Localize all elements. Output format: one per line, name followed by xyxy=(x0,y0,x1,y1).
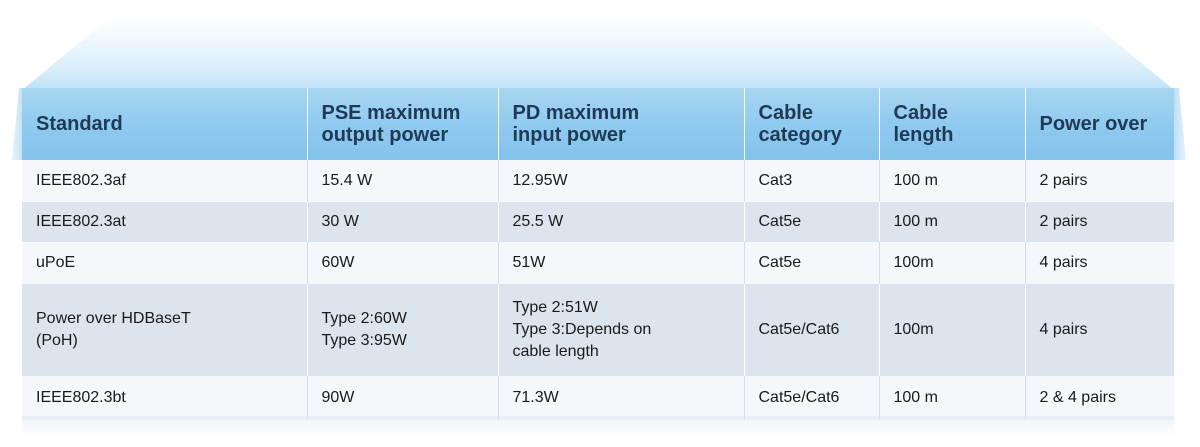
table-row: IEEE802.3bt 90W 71.3W Cat5e/Cat6 100 m 2… xyxy=(22,376,1174,420)
header-pse-max-output: PSE maximum output power xyxy=(306,88,498,160)
cell-cable-length: 100 m xyxy=(878,160,1025,202)
cell-pse-output: 15.4 W xyxy=(306,160,498,202)
cell-standard: IEEE802.3af xyxy=(22,160,307,202)
cell-line: 4 pairs xyxy=(1039,254,1088,271)
cell-line: Cat5e/Cat6 xyxy=(758,389,840,406)
cell-line: Power over HDBaseT xyxy=(36,310,191,327)
cell-line: 100 m xyxy=(893,389,938,406)
cell-pse-output: Type 2:60W Type 3:95W xyxy=(306,284,498,376)
header-line: category xyxy=(758,124,842,146)
cell-line: Type 2:51W xyxy=(512,299,598,316)
cell-line: Cat5e xyxy=(758,254,802,271)
cell-pse-output: 60W xyxy=(306,242,498,284)
header-line: Standard xyxy=(36,113,123,135)
table-row: IEEE802.3af 15.4 W 12.95W Cat3 100 m 2 p… xyxy=(22,160,1174,202)
cell-line: Type 2:60W xyxy=(321,310,407,327)
cell-standard: IEEE802.3bt xyxy=(22,376,307,420)
cell-cable-length: 100m xyxy=(878,242,1025,284)
header-cable-length: Cable length xyxy=(878,88,1025,160)
cell-power-over: 4 pairs xyxy=(1024,242,1174,284)
cell-cable-length: 100m xyxy=(878,284,1025,376)
cell-line: Type 3:Depends on xyxy=(512,321,652,338)
cell-pd-input: 25.5 W xyxy=(497,202,744,242)
cell-power-over: 2 pairs xyxy=(1024,160,1174,202)
cell-cable-category: Cat5e xyxy=(743,242,879,284)
cell-line: uPoE xyxy=(36,254,76,271)
cell-line: 4 pairs xyxy=(1039,321,1088,338)
cell-line: 12.95W xyxy=(512,172,568,189)
cell-line: 90W xyxy=(321,389,355,406)
header-pd-max-input: PD maximum input power xyxy=(497,88,744,160)
header-line: PD maximum xyxy=(512,102,640,124)
cell-line: 2 pairs xyxy=(1039,172,1088,189)
table-row: IEEE802.3at 30 W 25.5 W Cat5e 100 m 2 pa… xyxy=(22,202,1174,242)
cell-line: 30 W xyxy=(321,213,359,230)
header-line: output power xyxy=(321,124,449,146)
cell-line: Cat5e/Cat6 xyxy=(758,321,840,338)
header-cable-category: Cable category xyxy=(743,88,879,160)
cell-line: 51W xyxy=(512,254,546,271)
cell-pd-input: Type 2:51W Type 3:Depends on cable lengt… xyxy=(497,284,744,376)
cell-pd-input: 51W xyxy=(497,242,744,284)
cell-line: Cat3 xyxy=(758,172,793,189)
header-power-over: Power over xyxy=(1024,88,1174,160)
cell-pse-output: 90W xyxy=(306,376,498,420)
header-line: Cable xyxy=(758,102,813,124)
cell-line: 100m xyxy=(893,321,934,338)
table-right-bevel xyxy=(1172,88,1186,160)
cell-line: cable length xyxy=(512,343,599,360)
header-row: Standard PSE maximum output power PD max… xyxy=(22,88,1174,160)
cell-cable-length: 100 m xyxy=(878,202,1025,242)
cell-line: IEEE802.3at xyxy=(36,213,126,230)
header-line: length xyxy=(893,124,954,146)
cell-pd-input: 12.95W xyxy=(497,160,744,202)
cell-standard: IEEE802.3at xyxy=(22,202,307,242)
cell-line: (PoH) xyxy=(36,332,78,349)
table-bottom-fade xyxy=(22,416,1174,436)
header-line: Cable xyxy=(893,102,948,124)
header-line: PSE maximum xyxy=(321,102,461,124)
cell-power-over: 4 pairs xyxy=(1024,284,1174,376)
cell-standard: Power over HDBaseT (PoH) xyxy=(22,284,307,376)
cell-line: 2 & 4 pairs xyxy=(1039,389,1116,406)
cell-line: 71.3W xyxy=(512,389,559,406)
cell-line: Cat5e xyxy=(758,213,802,230)
cell-line: 100m xyxy=(893,254,934,271)
cell-line: 25.5 W xyxy=(512,213,564,230)
cell-pd-input: 71.3W xyxy=(497,376,744,420)
cell-line: IEEE802.3af xyxy=(36,172,126,189)
cell-line: 100 m xyxy=(893,172,938,189)
cell-cable-length: 100 m xyxy=(878,376,1025,420)
table-row: uPoE 60W 51W Cat5e 100m 4 pairs xyxy=(22,242,1174,284)
cell-line: 2 pairs xyxy=(1039,213,1088,230)
cell-cable-category: Cat5e/Cat6 xyxy=(743,284,879,376)
cell-line: Type 3:95W xyxy=(321,332,407,349)
cell-power-over: 2 & 4 pairs xyxy=(1024,376,1174,420)
cell-cable-category: Cat5e xyxy=(743,202,879,242)
cell-power-over: 2 pairs xyxy=(1024,202,1174,242)
cell-cable-category: Cat3 xyxy=(743,160,879,202)
cell-cable-category: Cat5e/Cat6 xyxy=(743,376,879,420)
cell-standard: uPoE xyxy=(22,242,307,284)
cell-pse-output: 30 W xyxy=(306,202,498,242)
header-line: Power over xyxy=(1039,113,1148,135)
table-top-bevel xyxy=(22,14,1174,90)
header-line: input power xyxy=(512,124,626,146)
table-row: Power over HDBaseT (PoH) Type 2:60W Type… xyxy=(22,284,1174,376)
poe-standards-table: Standard PSE maximum output power PD max… xyxy=(22,88,1174,420)
cell-line: IEEE802.3bt xyxy=(36,389,126,406)
header-standard: Standard xyxy=(22,88,307,160)
cell-line: 15.4 W xyxy=(321,172,373,189)
cell-line: 100 m xyxy=(893,213,938,230)
cell-line: 60W xyxy=(321,254,355,271)
